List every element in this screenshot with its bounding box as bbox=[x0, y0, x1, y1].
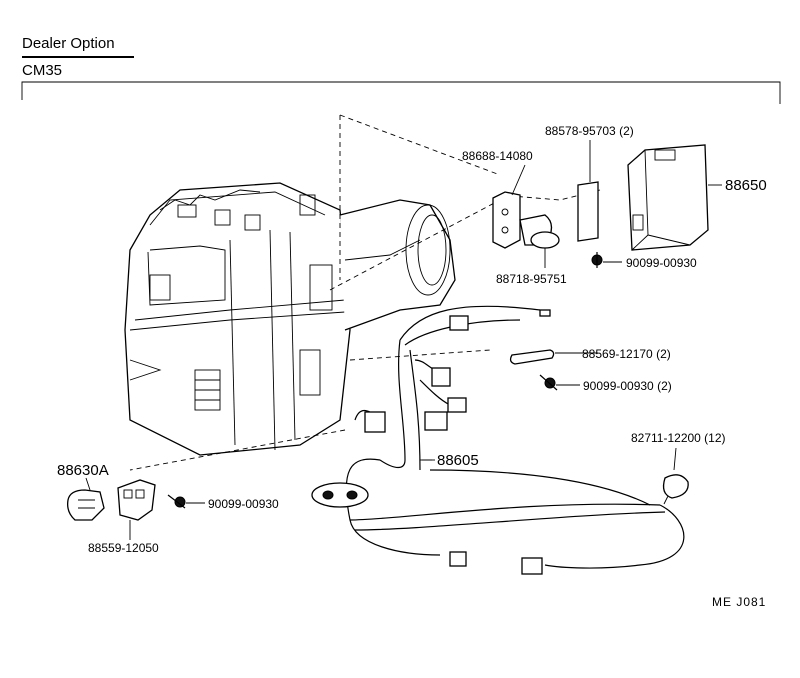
grommet bbox=[311, 482, 369, 508]
connector-88559 bbox=[117, 479, 156, 540]
sensor-88569 bbox=[509, 349, 578, 365]
screw-middle bbox=[539, 374, 580, 391]
tie-band-82711 bbox=[662, 447, 689, 505]
screw-upper bbox=[591, 252, 622, 268]
wire-harness-88605 bbox=[345, 305, 685, 569]
harness-connectors bbox=[364, 309, 551, 575]
model-code: CM35 bbox=[22, 62, 63, 79]
control-unit-88650 bbox=[627, 144, 722, 251]
clamp-88718 bbox=[530, 231, 560, 268]
frame-bracket bbox=[21, 81, 781, 104]
title-underline bbox=[22, 56, 134, 58]
label-88578: 88578-95703 (2) bbox=[545, 124, 634, 138]
screw-lower bbox=[167, 494, 205, 509]
label-88605: 88605 bbox=[437, 452, 479, 469]
leader-lines bbox=[422, 352, 598, 461]
label-90099-lower: 90099-00930 bbox=[208, 497, 279, 511]
label-90099-middle: 90099-00930 (2) bbox=[583, 379, 672, 393]
reference-code: ME J081 bbox=[712, 595, 766, 609]
heater-unit bbox=[124, 182, 351, 456]
label-88630A: 88630A bbox=[57, 462, 109, 479]
tape-88578 bbox=[577, 140, 599, 242]
label-90099-upper: 90099-00930 bbox=[626, 256, 697, 270]
label-88569: 88569-12170 (2) bbox=[582, 347, 671, 361]
switch-88630A bbox=[67, 477, 105, 521]
label-88718: 88718-95751 bbox=[496, 272, 567, 286]
label-88688: 88688-14080 bbox=[462, 149, 533, 163]
label-88650: 88650 bbox=[725, 177, 767, 194]
label-88559: 88559-12050 bbox=[88, 541, 159, 555]
blower-duct bbox=[339, 199, 456, 331]
diagram-title: Dealer Option bbox=[22, 35, 115, 52]
label-82711: 82711-12200 (12) bbox=[631, 431, 726, 445]
